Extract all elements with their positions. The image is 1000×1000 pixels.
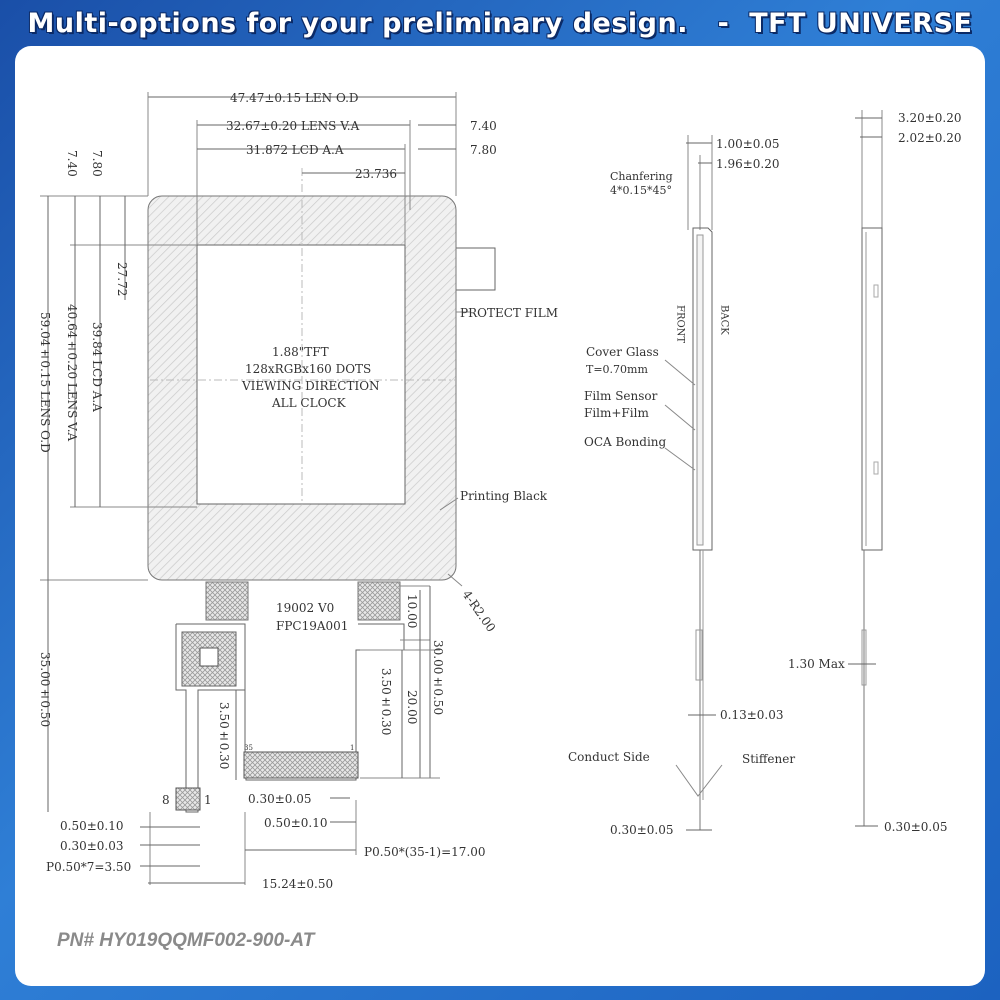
pin-8: 8 [162,793,170,807]
dim-t-030-2: 0.30±0.05 [884,820,948,834]
dim-t-196: 1.96±0.20 [716,157,780,171]
dim-t-320: 3.20±0.20 [898,111,962,125]
label-fpc-code1: 19002 V0 [276,601,334,615]
label-protect-film: PROTECT FILM [460,306,558,320]
fpc-contacts [243,751,359,779]
pin-35: 35 [244,744,253,752]
dim-fpc-35: 35.00±0.50 [38,652,52,727]
dim-center-23736: 23.736 [355,167,397,181]
side-view-2 [848,110,883,827]
pin-1: 1 [204,793,212,807]
dim-pitch-050-a: 0.50±0.10 [60,819,124,833]
drawing-card: 47.47±0.15 LEN O.D 32.67±0.20 LENS V.A 3… [15,46,985,986]
dim-right-740: 7.40 [470,119,497,133]
label-resolution: 128xRGBx160 DOTS [245,362,371,376]
dim-fpc-3000: 30.00±0.50 [431,640,445,715]
dim-fpc-2000: 20.00 [405,690,419,724]
dim-fpc-350-b: 3.50±0.30 [217,702,231,769]
dim-right-780: 7.80 [470,143,497,157]
dim-lcd-aa: 31.872 LCD A.A [246,143,344,157]
dim-t-013: 0.13±0.03 [720,708,784,722]
label-conduct: Conduct Side [568,750,650,764]
dim-t-202: 2.02±0.20 [898,131,962,145]
dim-width-030: 0.30±0.05 [248,792,312,806]
dim-lcd-aa-v: 39.84 LCD A.A [90,322,104,412]
label-fpc-code2: FPC19A001 [276,619,348,633]
label-stiffener: Stiffener [742,752,795,766]
side-view [664,135,723,831]
fpc [175,581,405,813]
dim-pitch-050-b: 0.50±0.10 [264,816,328,830]
label-chamfer-spec: 4*0.15*45° [610,184,672,197]
dim-width-1524: 15.24±0.50 [262,877,333,891]
label-cover-glass: Cover Glass [586,345,659,359]
label-clock: ALL CLOCK [271,396,347,410]
active-area [196,244,406,505]
dim-left-740: 7.40 [65,150,79,177]
label-cover-t: T=0.70mm [586,363,648,376]
dim-fpc-1000: 10.00 [405,594,419,628]
banner-title: Multi-options for your preliminary desig… [27,7,973,39]
dim-fpc-350-a: 3.50±0.30 [379,668,393,735]
dim-len-od: 47.47±0.15 LEN O.D [230,91,359,105]
part-number: PN# HY019QQMF002-900-AT [57,930,315,951]
label-oca: OCA Bonding [584,435,667,449]
dim-lens-va-v: 40.64±0.20 LENS V.A [65,304,79,442]
side-view-2-labels: 3.20±0.20 2.02±0.20 1.30 Max 0.30±0.05 [788,111,962,834]
label-printing-black: Printing Black [460,489,548,503]
dim-p-050-7: P0.50*7=3.50 [46,860,131,874]
label-viewing: VIEWING DIRECTION [241,379,380,393]
front-view [40,92,496,885]
dim-t-100: 1.00±0.05 [716,137,780,151]
dim-lens-od-v: 59.04±0.15 LENS O.D [38,312,52,453]
dim-lens-va: 32.67±0.20 LENS V.A [226,119,360,133]
technical-drawing: 47.47±0.15 LEN O.D 32.67±0.20 LENS V.A 3… [38,91,962,891]
label-back: BACK [719,305,730,335]
label-front: FRONT [675,305,686,343]
label-chamfering: Chanfering [610,170,673,183]
dim-left-780: 7.80 [90,150,104,177]
label-size: 1.88"TFT [272,345,329,359]
dim-max-130: 1.30 Max [788,657,845,671]
pin-1b: 1 [350,744,354,752]
label-film-sensor: Film Sensor [584,389,658,403]
front-view-labels: 47.47±0.15 LEN O.D 32.67±0.20 LENS V.A 3… [38,91,558,891]
banner: Multi-options for your preliminary desig… [0,0,1000,46]
dim-radius: 4-R2.00 [460,588,499,635]
side-view-labels: 1.00±0.05 1.96±0.20 Chanfering 4*0.15*45… [568,137,795,837]
label-film-film: Film+Film [584,406,649,420]
dim-p-050-35: P0.50*(35-1)=17.00 [364,845,486,859]
dim-pitch-030: 0.30±0.03 [60,839,124,853]
dim-t-030: 0.30±0.05 [610,823,674,837]
dim-h-2772: 27.72 [115,262,129,296]
